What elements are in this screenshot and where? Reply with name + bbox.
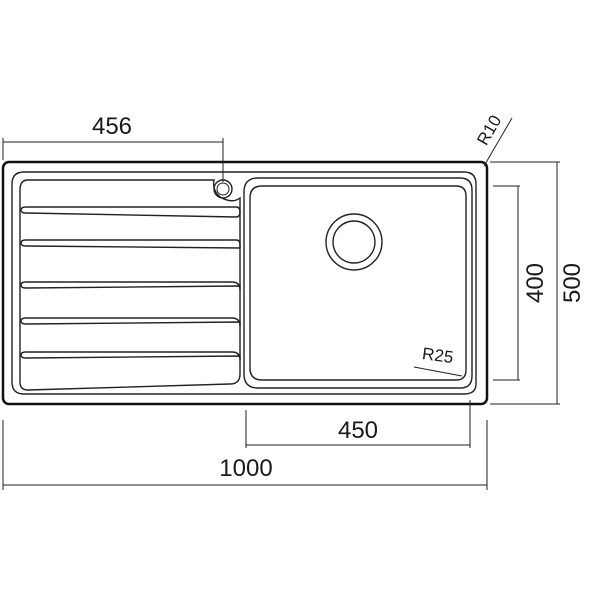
bowl-inner-edge: [249, 185, 467, 381]
dimension-bowl-height: 400: [493, 185, 549, 381]
sink-outer-rim: [1, 160, 489, 406]
tap-hole-inner: [216, 182, 230, 196]
dimension-bowl-width: 450: [245, 400, 471, 448]
drainer-groove: [20, 351, 241, 361]
dimension-outer-radius: R10: [473, 112, 513, 167]
sink-bowl: [243, 177, 473, 389]
dimension-label-456: 456: [92, 113, 132, 140]
bowl-outer-edge: [243, 177, 473, 389]
drainer-groove: [20, 239, 241, 249]
waste-outlet-inner: [332, 220, 376, 264]
dimension-label-r25: R25: [421, 344, 455, 367]
waste-outlet-icon: [325, 213, 383, 271]
dimension-label-1000: 1000: [219, 455, 272, 482]
dimension-overall-width: 1000: [2, 420, 488, 490]
dimension-overall-height: 500: [490, 161, 586, 405]
drainer-groove: [20, 206, 241, 218]
dimension-label-450: 450: [338, 417, 378, 444]
dimension-label-r10: R10: [473, 112, 505, 149]
sink-inner-inset: [11, 171, 477, 395]
drainer-surround: [19, 179, 241, 391]
dimension-label-500: 500: [559, 263, 586, 303]
dimension-drainer-to-waste: 456: [2, 113, 224, 182]
dimension-bowl-radius: R25: [413, 344, 463, 377]
drainer-board: [19, 179, 241, 391]
sink-body: [1, 160, 489, 406]
drainer-groove: [20, 281, 241, 291]
drainer-groove: [20, 317, 241, 327]
dimension-label-400: 400: [522, 263, 549, 303]
